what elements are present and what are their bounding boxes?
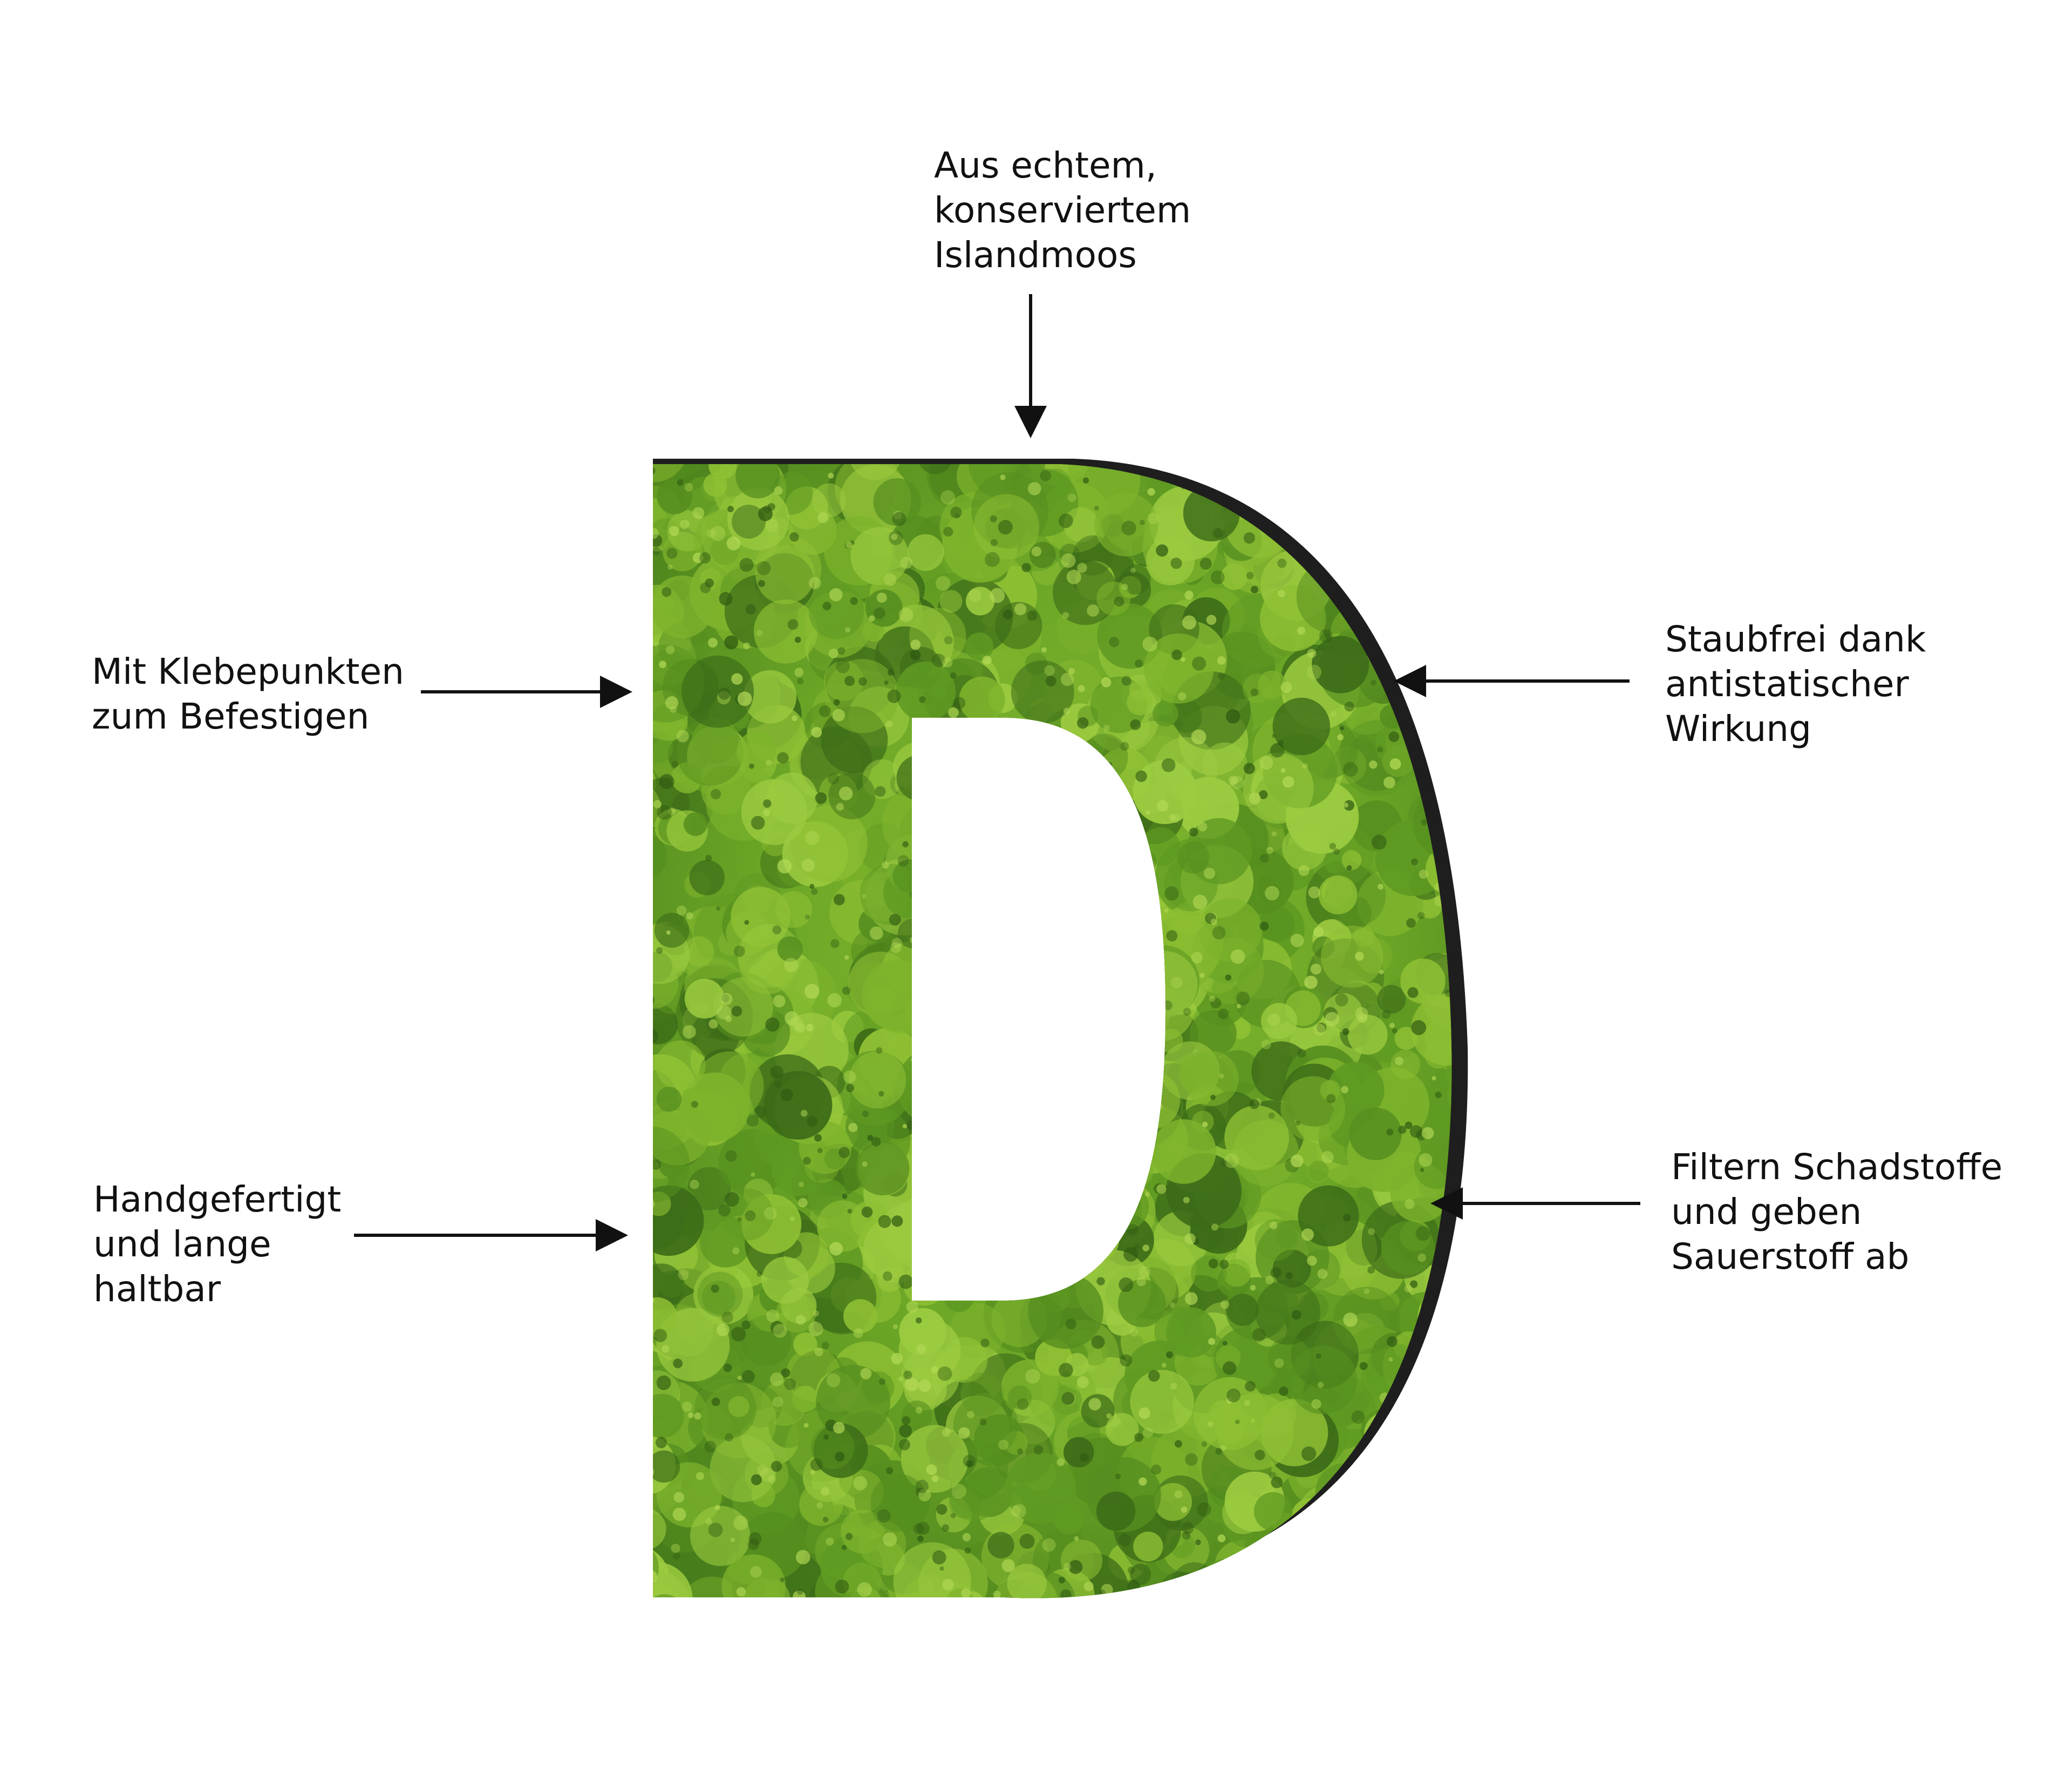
callout-line: Mit Klebepunkten [92, 651, 404, 692]
moss-fill [653, 464, 1452, 1598]
callout-adhesive-mounting: Mit Klebepunkten zum Befestigen [92, 649, 404, 739]
callout-moss-material: Aus echtem, konserviertem Islandmoos [934, 143, 1191, 277]
callout-air-filtering: Filtern Schadstoffe und geben Sauerstoff… [1671, 1145, 2002, 1279]
callout-line: und lange [93, 1223, 271, 1265]
callout-line: antistatischer [1665, 663, 1909, 705]
callout-line: und geben [1671, 1191, 1862, 1233]
callout-line: Aus echtem, [934, 145, 1157, 186]
callout-line: Sauerstoff ab [1671, 1236, 1910, 1277]
callout-line: zum Befestigen [92, 696, 370, 737]
callout-line: haltbar [93, 1268, 221, 1310]
callout-line: Wirkung [1665, 708, 1812, 750]
callout-line: Staubfrei dank [1665, 618, 1926, 660]
callout-line: konserviertem [934, 189, 1191, 231]
callout-line: Handgefertigt [93, 1179, 342, 1220]
callout-dust-free: Staubfrei dank antistatischer Wirkung [1665, 617, 1926, 751]
callout-line: Filtern Schadstoffe [1671, 1146, 2003, 1188]
callout-handmade-durable: Handgefertigt und lange haltbar [93, 1177, 341, 1311]
callout-line: Islandmoos [934, 234, 1137, 276]
